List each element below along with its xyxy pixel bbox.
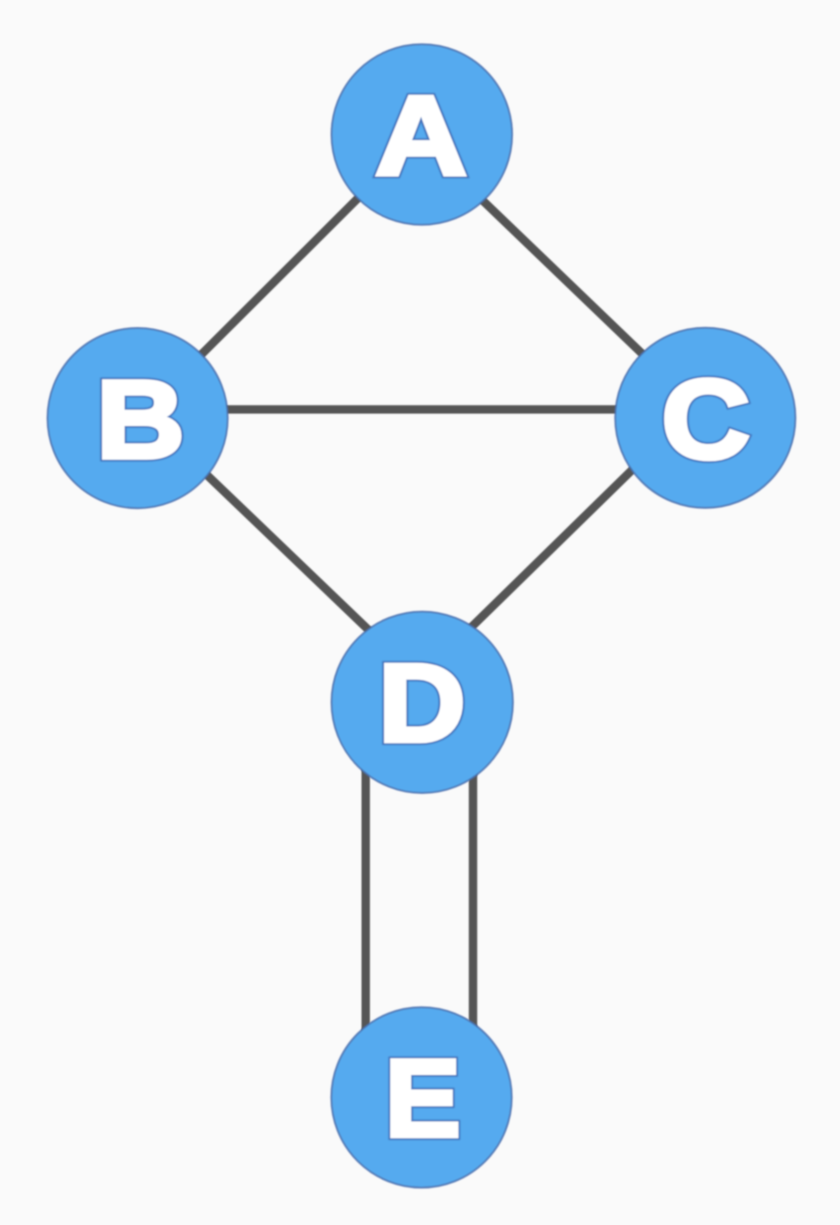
svg-text:C: C xyxy=(662,357,750,482)
svg-text:B: B xyxy=(96,358,184,482)
svg-text:B: B xyxy=(96,358,184,482)
svg-text:D: D xyxy=(379,642,466,765)
svg-text:D: D xyxy=(379,642,466,765)
svg-text:C: C xyxy=(662,357,750,482)
svg-text:A: A xyxy=(375,73,466,199)
svg-text:E: E xyxy=(385,1038,461,1160)
svg-text:A: A xyxy=(375,73,466,199)
svg-text:E: E xyxy=(385,1038,461,1160)
